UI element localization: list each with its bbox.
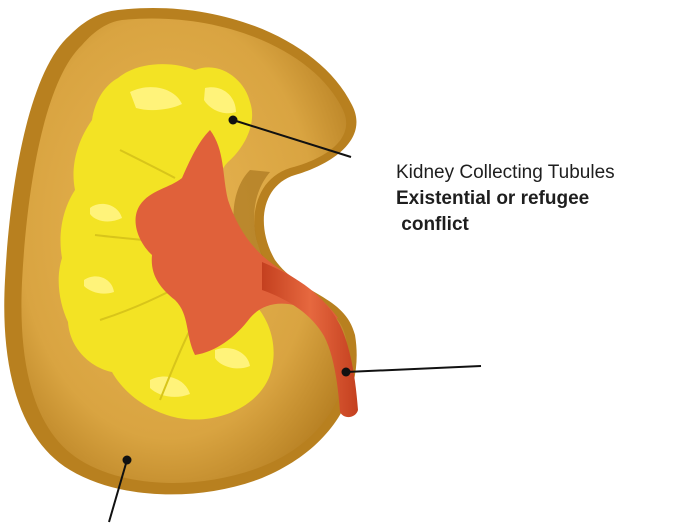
leader-line-ureter [342, 366, 482, 377]
collecting-tubules-description: Existential or refugee conflict [396, 186, 671, 238]
marker-dot-collecting-tubules [229, 116, 238, 125]
collecting-tubules-title: Kidney Collecting Tubules [396, 160, 671, 186]
marker-dot-cortex [123, 456, 132, 465]
marker-dot-ureter [342, 368, 351, 377]
collecting-tubules-description-line2: conflict [396, 212, 671, 238]
collecting-tubules-label: Kidney Collecting Tubules Existential or… [396, 160, 671, 238]
collecting-tubules-description-line1: Existential or refugee [396, 186, 671, 212]
